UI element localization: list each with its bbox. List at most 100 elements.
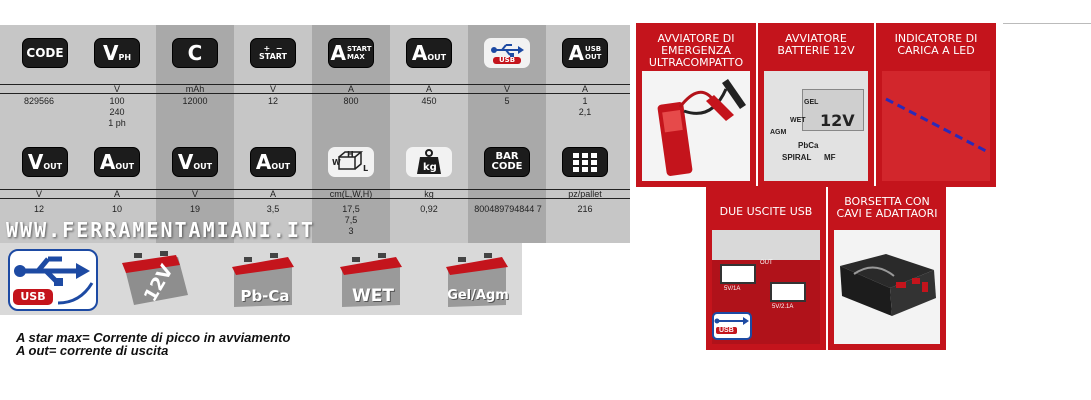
value-cell: 0,92 [420,204,438,214]
legend-notes: A star max= Corrente di picco in avviame… [16,331,290,357]
battery-gelagm-badge: Gel/Agm [440,251,514,309]
battery-icon [340,253,402,307]
port-label: OUT [760,260,773,266]
card-carry-bag: BORSETTA CON CAVI E ADATTAORI [828,186,946,350]
value-cell: 3,5 [266,204,280,214]
battery-label: 12V [820,111,855,130]
card-led-indicator: INDICATORE DI CARICA A LED [876,23,996,187]
unit-cell: V [503,84,510,94]
usb-badge-label: USB [20,290,46,303]
card-image [834,230,940,344]
usb-port-2 [770,282,806,302]
battery-label: Pb-Ca [240,287,290,305]
note-line: A star max= Corrente di picco in avviame… [16,330,291,345]
pallet-icon [562,147,608,177]
battery-start-icon: + −START [250,38,296,68]
unit-cell: A [269,189,276,199]
unit-cell: pz/pallet [568,189,602,199]
card-image [882,71,990,181]
battery-label: WET [352,286,394,306]
card-title: INDICATORE DI CARICA A LED [894,32,978,57]
svg-text:kg: kg [423,162,437,173]
battery-label: AGM [770,129,787,136]
usb-port-1 [720,264,756,284]
jump-starter-image [657,79,746,176]
note-line: A out= corrente di uscita [16,343,169,358]
value-cell: 800 [343,96,359,106]
battery-icon [446,253,508,307]
port-label: 5V/2.1A [772,304,794,310]
unit-cell: mAh [185,84,205,94]
svg-text:H: H [347,150,354,159]
svg-text:L: L [363,164,368,173]
value-cell: 10 [111,204,122,214]
battery-12v-badge: 12V [118,251,192,309]
value-cell: 12000 [182,96,208,106]
capacity-icon: C [172,38,218,68]
value-cell: 829566 [23,96,55,106]
unit-cell: A [425,84,432,94]
unit-cell: A [347,84,354,94]
battery-icon [122,251,188,305]
unit-cell: V [35,189,42,199]
battery-label: PbCa [798,141,819,150]
box-dimensions-icon: WHL [332,150,368,173]
card-image: 12V GEL WET AGM PbCa SPIRAL MF [764,71,868,181]
value-cell: 450 [421,96,437,106]
code-icon: CODE [22,38,68,68]
unit-cell: V [191,189,198,199]
battery-label: WET [790,117,806,124]
svg-text:W: W [332,158,341,167]
value-cell: 5 [504,96,510,106]
usb-symbol-icon [491,43,524,57]
usb-symbol-icon [13,256,94,305]
unit-cell: V [113,84,120,94]
usb-badge: USB [8,249,98,311]
led-strip-image [885,97,987,153]
value-cell: 1 2,1 [578,96,592,117]
value-cell: 17,5 7,5 3 [342,204,360,236]
unit-cell: A [113,189,120,199]
value-cell: 19 [189,204,200,214]
battery-label: GEL [804,99,819,106]
battery-wet-badge: WET [334,251,408,309]
card-dual-usb: DUE USCITE USB OUT 5V/1A 5V/2.1A USB [706,186,826,350]
unit-cell: kg [424,189,434,199]
battery-pbca-badge: Pb-Ca [226,251,300,309]
feature-badges: USB 12V Pb-Ca WET [0,243,522,315]
pallet-grid-icon [573,153,597,172]
value-cell: 12 [33,204,44,214]
value-cell: 216 [577,204,593,214]
card-image: OUT 5V/1A 5V/2.1A USB [712,230,820,344]
value-cell: 800489794844 7 [474,204,542,214]
card-image [642,71,750,181]
kg-weight-icon: kg [417,149,441,174]
carry-bag-image [840,254,936,316]
unit-cell: V [269,84,276,94]
card-title: AVVIATORE DI EMERGENZA ULTRACOMPATTO [648,32,744,69]
unit-cell: cm(L,W,H) [329,189,373,199]
weight-icon: kg [406,147,452,177]
value-cell: 100 240 1 ph [108,96,126,128]
site-watermark: WWW.FERRAMENTAMIANI.IT [6,218,315,242]
port-label: 5V/1A [724,286,741,292]
card-title: BORSETTA CON CAVI E ADATTAORI [836,195,938,220]
battery-label: SPIRAL [782,153,812,162]
card-battery-types: AVVIATORE BATTERIE 12V 12V GEL WET AGM P… [758,23,874,187]
usb-symbol-icon [714,317,749,325]
usb-badge: USB [712,312,752,340]
card-jump-starter: AVVIATORE DI EMERGENZA ULTRACOMPATTO [636,23,756,187]
card-title: DUE USCITE USB [719,205,813,218]
unit-cell: A [581,84,588,94]
